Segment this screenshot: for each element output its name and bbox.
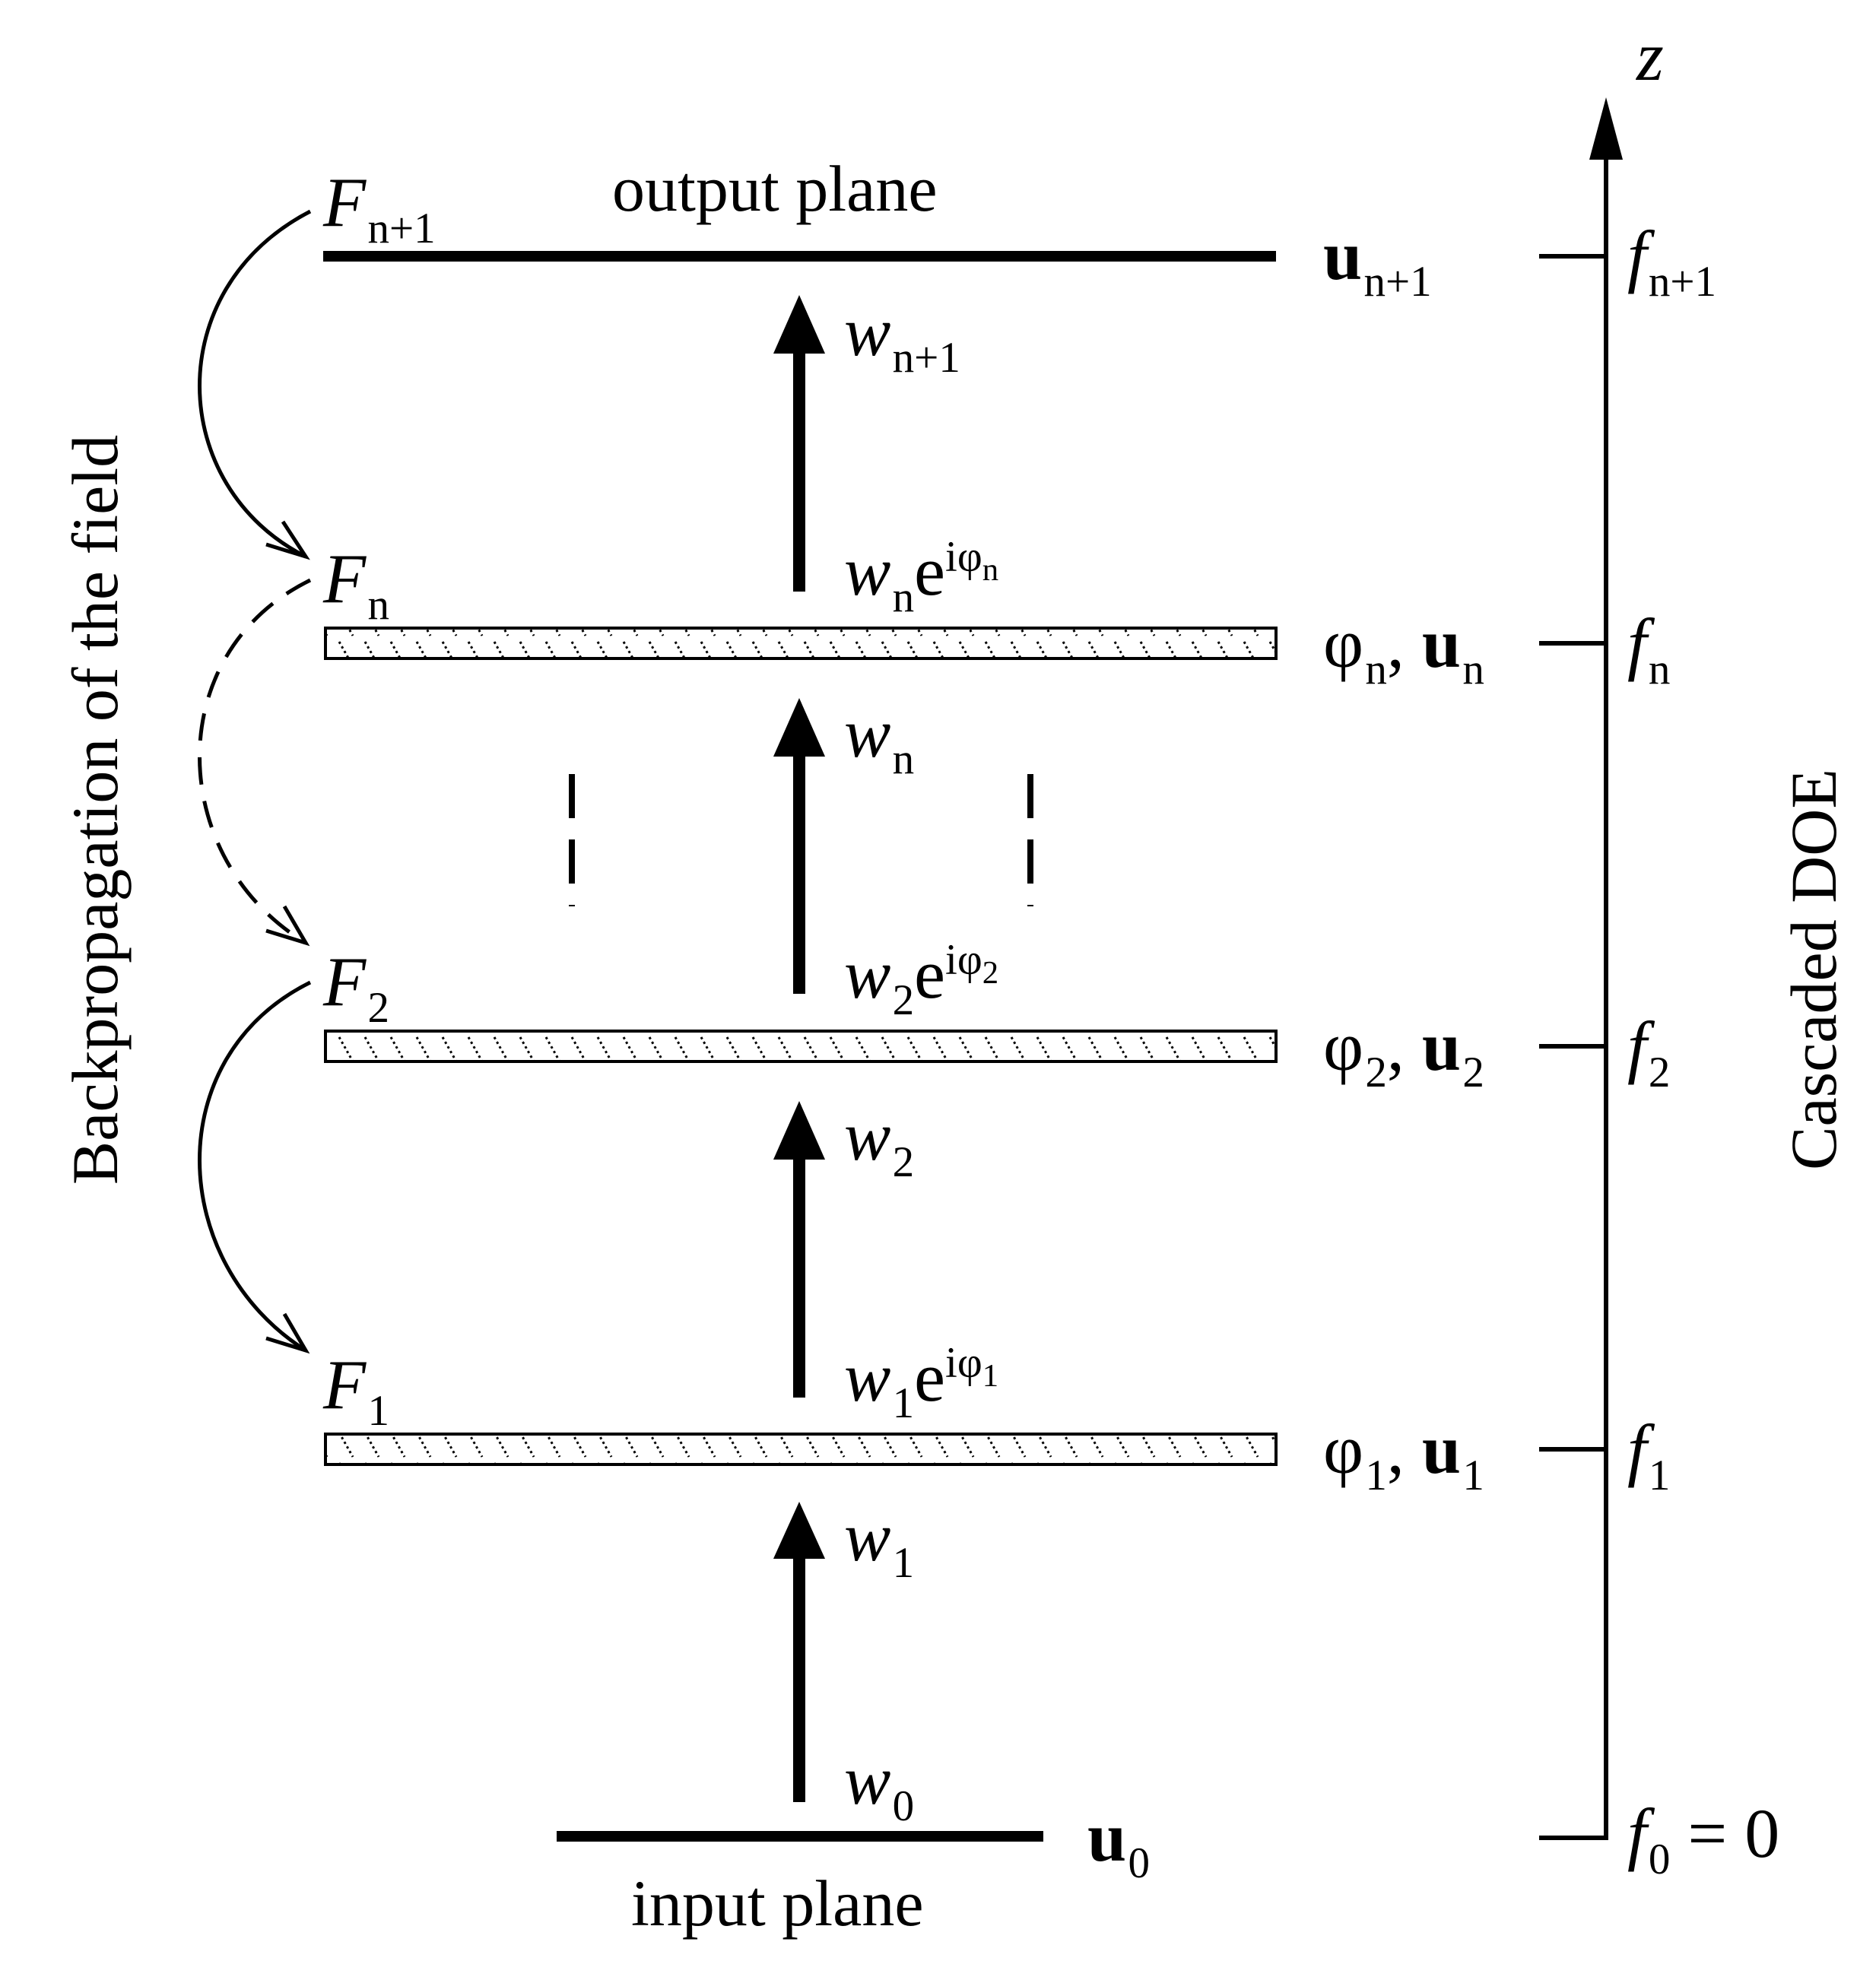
label-f-0: f0 = 0 (1627, 1794, 1780, 1883)
label-f-1: f1 (1627, 1410, 1671, 1499)
backpropagation-label: Backpropagation of the field (59, 434, 132, 1185)
propagation-arrows (773, 295, 825, 1802)
label-f-2: f2 (1627, 1007, 1671, 1096)
label-F-2: F2 (323, 943, 389, 1032)
doe-plate-2 (324, 1030, 1278, 1063)
label-w-1: w1 (844, 1498, 915, 1587)
label-F-1: F1 (323, 1346, 389, 1435)
label-phi-u-n: φn, un (1323, 604, 1484, 693)
doe-plate-n (324, 627, 1278, 660)
label-w-2-exp: w2eiφ2 (844, 935, 999, 1024)
doe-plate-1 (324, 1433, 1278, 1466)
label-F-n1: Fn+1 (323, 163, 436, 252)
label-w-n1: wn+1 (844, 293, 960, 382)
input-plane-label: input plane (631, 1867, 924, 1940)
label-F-n: Fn (323, 540, 389, 629)
label-f-n1: fn+1 (1627, 217, 1717, 306)
label-w-1-exp: w1eiφ1 (844, 1338, 999, 1427)
backpropagation-arrows (198, 209, 312, 1354)
label-u-0: u0 (1087, 1798, 1150, 1887)
label-u-n1: un+1 (1323, 217, 1432, 306)
label-w-0: w0 (844, 1741, 915, 1830)
z-axis (1539, 97, 1623, 1840)
output-plane-label: output plane (612, 152, 938, 225)
cascaded-doe-label: Cascaded DOE (1777, 769, 1850, 1170)
label-w-n: wn (844, 694, 915, 783)
label-w-2: w2 (844, 1097, 915, 1186)
label-f-n: fn (1627, 604, 1671, 693)
label-phi-u-2: φ2, u2 (1323, 1007, 1484, 1096)
label-phi-u-1: φ1, u1 (1323, 1410, 1484, 1499)
label-w-n-exp: wneiφn (844, 532, 999, 621)
z-axis-label: z (1636, 17, 1664, 95)
